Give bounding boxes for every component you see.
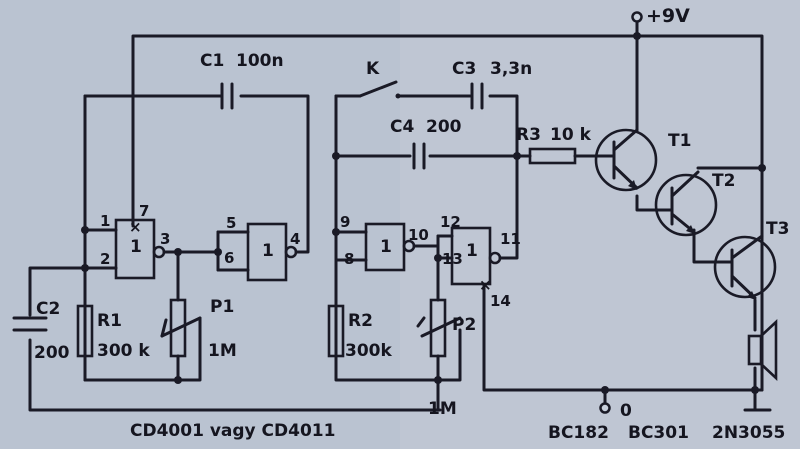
resistor-r1	[76, 304, 94, 358]
capacitor-c3	[470, 82, 484, 110]
speaker-icon	[747, 319, 778, 381]
pin-10: 10	[408, 226, 429, 244]
junctions	[81, 11, 766, 414]
r2-value: 300k	[345, 341, 392, 361]
pin-14: 14	[490, 292, 511, 310]
pin-11: 11	[500, 230, 521, 248]
potentiometer-p1	[160, 298, 202, 358]
resistor-r3	[528, 147, 577, 165]
c3-value: 3,3n	[490, 59, 532, 79]
pin-2: 2	[100, 250, 110, 268]
p1-value: 1M	[208, 341, 237, 361]
pin-8: 8	[344, 250, 354, 268]
c2-value: 200	[34, 343, 70, 363]
t2-type: BC301	[628, 423, 689, 443]
c1-value: 100n	[236, 51, 284, 71]
r3-value: 10 k	[550, 125, 592, 145]
pin-6: 6	[224, 249, 234, 267]
c4-value: 200	[426, 117, 462, 137]
t2-name: T2	[712, 171, 735, 191]
t3-name: T3	[766, 219, 789, 239]
capacitor-c4	[412, 142, 426, 170]
gate3-label: 1	[380, 237, 392, 257]
switch-k	[358, 80, 401, 99]
gate-2	[216, 222, 298, 282]
r3-name: R3	[516, 125, 541, 145]
gate4-label: 1	[466, 241, 478, 261]
c1-name: C1	[200, 51, 224, 71]
pin-1: 1	[100, 212, 110, 230]
t1-type: BC182	[548, 423, 609, 443]
gate-3	[364, 222, 416, 272]
capacitor-c1	[220, 82, 234, 110]
pin-3: 3	[160, 230, 170, 248]
pin-9: 9	[340, 213, 350, 231]
gate-1	[114, 218, 166, 280]
potentiometer-p2	[416, 298, 462, 358]
pin-13: 13	[442, 250, 463, 268]
paper-shade	[400, 0, 800, 449]
ground-label: 0	[620, 401, 632, 421]
t1-name: T1	[668, 131, 691, 151]
c3-name: C3	[452, 59, 476, 79]
capacitor-c2	[12, 316, 48, 332]
pin-5: 5	[226, 214, 236, 232]
pin-12: 12	[440, 213, 461, 231]
p1-name: P1	[210, 297, 234, 317]
transistor-t3	[710, 234, 777, 300]
pin14-mark: ×	[479, 276, 492, 294]
pin-4: 4	[290, 230, 300, 248]
switch-name: K	[366, 59, 380, 79]
gate-4	[450, 226, 502, 286]
c4-name: C4	[390, 117, 414, 137]
gate2-label: 1	[262, 241, 274, 261]
ic-caption: CD4001 vagy CD4011	[130, 421, 335, 441]
pin-7: 7	[139, 202, 149, 220]
t3-type: 2N3055	[712, 423, 785, 443]
wires	[28, 16, 772, 412]
r1-value: 300 k	[97, 341, 150, 361]
r1-name: R1	[97, 311, 122, 331]
transistor-t1	[594, 128, 658, 192]
p2-name: P2	[452, 315, 476, 335]
c2-name: C2	[36, 299, 60, 319]
p2-value: 1M	[428, 399, 457, 419]
pin7-mark: ×	[129, 218, 142, 236]
r2-name: R2	[348, 311, 373, 331]
supply-label: +9V	[646, 5, 690, 27]
gate1-label: 1	[130, 237, 142, 257]
resistor-r2	[327, 304, 345, 358]
transistor-t2	[654, 170, 718, 237]
